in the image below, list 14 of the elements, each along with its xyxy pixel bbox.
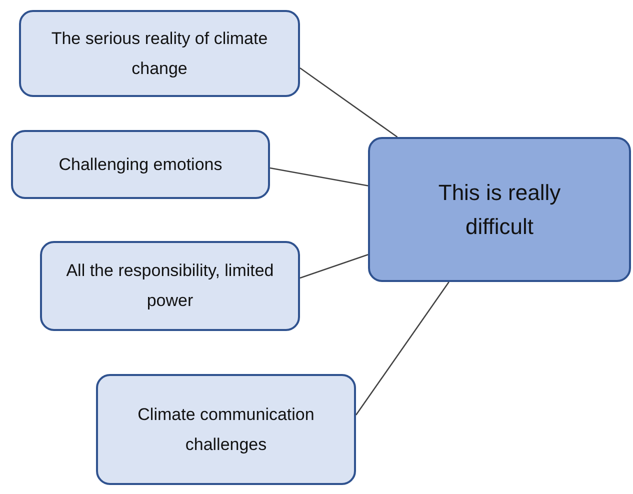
box-label: The serious reality of climate change xyxy=(50,28,269,80)
box-label: All the responsibility, limited power xyxy=(65,260,275,312)
connector-line xyxy=(300,67,398,138)
box-label: Climate communication challenges xyxy=(136,404,316,456)
box-label: This is really difficult xyxy=(437,178,562,240)
rounded-box xyxy=(19,10,300,97)
rounded-box xyxy=(40,241,300,331)
connector-line xyxy=(355,282,450,416)
rounded-box xyxy=(96,374,356,485)
rounded-box xyxy=(11,130,270,199)
rounded-box xyxy=(368,137,631,282)
box-label: Challenging emotions xyxy=(58,154,224,176)
connector-line xyxy=(300,254,368,279)
connector-line xyxy=(270,167,368,186)
